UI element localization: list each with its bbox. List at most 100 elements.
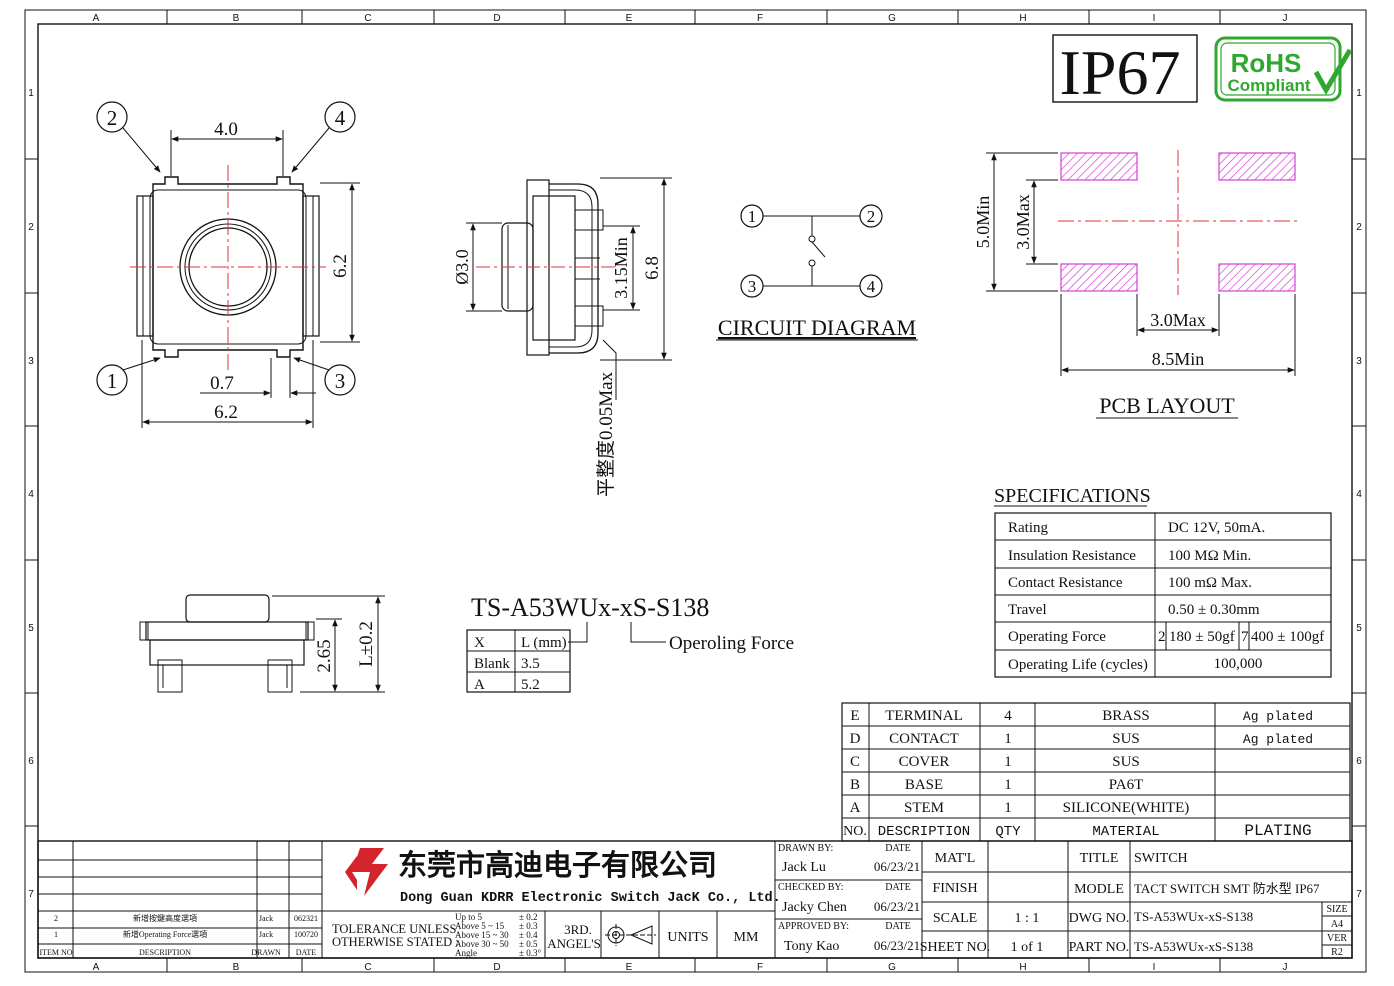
- material-label: MAT'L: [935, 851, 976, 866]
- switch-contact: [811, 241, 826, 258]
- bom-cell: PA6T: [1109, 777, 1143, 793]
- tolerance-value: ± 0.2: [519, 912, 537, 922]
- pcb-layout: 5.0Min 3.0Max 3.0Max 8.5Min PCB LAYOUT: [973, 150, 1298, 419]
- force-option-value: 400 ± 100gf: [1251, 629, 1324, 645]
- option-cell: Blank: [474, 656, 510, 672]
- tolerance-value: ± 0.4: [519, 930, 538, 940]
- option-cell: 3.5: [521, 656, 540, 672]
- drawn-by: Jack Lu: [782, 860, 826, 875]
- force-option-code: 2: [1158, 629, 1166, 645]
- revision-cell: Jack: [259, 914, 273, 923]
- spec-label: Insulation Resistance: [1008, 548, 1136, 564]
- checked-date: 06/23/21: [874, 899, 920, 914]
- date-label: DATE: [885, 882, 911, 893]
- dim-length: L±0.2: [356, 621, 377, 667]
- spec-label: Operating Life (cycles): [1008, 657, 1148, 673]
- part-code-block: TS-A53WUx-xS-S138 Operoling Force X L (m…: [466, 593, 794, 693]
- zone-column-label: B: [233, 962, 240, 973]
- outer-border: [24, 9, 1367, 973]
- checked-by: Jacky Chen: [782, 900, 847, 915]
- zone-row-label: 7: [28, 889, 34, 900]
- zone-column-label: C: [364, 962, 371, 973]
- zone-row-label: 3: [1356, 356, 1362, 367]
- bom-cell: B: [850, 777, 860, 793]
- date-label: DATE: [885, 843, 911, 854]
- bom-cell: A: [850, 800, 861, 816]
- sheet-value: 1 of 1: [1011, 940, 1044, 955]
- option-header-x: X: [474, 635, 485, 651]
- force-label: Operoling Force: [669, 633, 794, 654]
- side-view: Ø3.0 3.15Min 6.8 平整度0.05Max: [452, 177, 672, 497]
- revision-cell: 062321: [294, 914, 318, 923]
- scale-label: SCALE: [933, 911, 977, 926]
- size-value: A4: [1331, 919, 1343, 930]
- bom-cell: COVER: [899, 754, 950, 770]
- zone-row-label: 2: [28, 222, 34, 233]
- ip-rating: IP67: [1060, 37, 1181, 108]
- zone-column-label: E: [626, 962, 633, 973]
- zone-row-label: 5: [1356, 623, 1362, 634]
- zone-column-label: F: [757, 13, 763, 24]
- dim-right-height: 6.2: [330, 254, 351, 278]
- revision-header: DRAWN: [251, 948, 281, 957]
- rohs-subtitle: Compliant: [1227, 76, 1310, 95]
- revision-header: DATE: [296, 948, 317, 957]
- bom-header: DESCRIPTION: [878, 824, 970, 840]
- option-cell: A: [474, 677, 485, 693]
- spec-label: Contact Resistance: [1008, 575, 1123, 591]
- bom-cell: TERMINAL: [885, 708, 963, 724]
- specs-title: SPECIFICATIONS: [994, 485, 1151, 507]
- ip-rating-box: [1052, 34, 1198, 103]
- spec-label: Operating Force: [1008, 629, 1106, 645]
- dim-bottom-width: 6.2: [214, 402, 238, 423]
- units-value: MM: [734, 930, 759, 945]
- bom-cell: 4: [1004, 708, 1012, 724]
- bom-cell: 1: [1004, 754, 1012, 770]
- rohs-badge: RoHS Compliant: [1214, 36, 1353, 102]
- circuit-title: CIRCUIT DIAGRAM: [718, 315, 916, 340]
- tolerance-value: ± 0.5: [519, 939, 538, 949]
- bom-cell: Ag plated: [1243, 709, 1313, 724]
- tolerance-value: ± 0.3°: [519, 948, 541, 958]
- pin-label-3: 3: [335, 369, 346, 393]
- date-label: DATE: [885, 921, 911, 932]
- revision-cell: Jack: [259, 930, 273, 939]
- finish-label: FINISH: [932, 881, 977, 896]
- part-no-label: PART NO.: [1069, 940, 1130, 955]
- spec-value: DC 12V, 50mA.: [1168, 520, 1265, 536]
- bom-cell: BASE: [905, 777, 943, 793]
- bom-cell: SILICONE(WHITE): [1063, 800, 1190, 816]
- spec-label: Rating: [1008, 520, 1048, 536]
- zone-column-label: C: [364, 13, 371, 24]
- force-option-value: 180 ± 50gf: [1169, 629, 1235, 645]
- rohs-title: RoHS: [1231, 48, 1302, 78]
- dim-pad-width: 0.7: [210, 373, 234, 394]
- zone-column-label: J: [1283, 962, 1288, 973]
- zone-column-label: G: [888, 13, 896, 24]
- ver-value: R2: [1331, 947, 1343, 958]
- dwg-no-label: DWG NO.: [1069, 911, 1130, 926]
- sheet-label: SHEET NO.: [920, 940, 991, 955]
- dim-top-width: 4.0: [214, 119, 238, 140]
- tolerance-label: OTHERWISE STATED :: [332, 935, 459, 949]
- part-no-value: TS-A53WUx-xS-S138: [1134, 939, 1253, 954]
- bom-cell: SUS: [1112, 731, 1140, 747]
- front-view: 2.65 L±0.2: [139, 594, 385, 693]
- pcb-pad: [1060, 263, 1138, 292]
- bom-cell: Ag plated: [1243, 732, 1313, 747]
- spec-value: 100 mΩ Max.: [1168, 575, 1252, 591]
- bom-header: MATERIAL: [1092, 824, 1159, 840]
- pcb-pad: [1060, 152, 1138, 181]
- title-value: SWITCH: [1134, 851, 1188, 866]
- zone-row-label: 7: [1356, 889, 1362, 900]
- company-name-en: Dong Guan KDRR Electronic Switch JacK Co…: [400, 891, 781, 906]
- zone-column-label: D: [493, 962, 500, 973]
- zone-row-label: 2: [1356, 222, 1362, 233]
- tolerance-range: Angle: [455, 948, 477, 958]
- bom-cell: 1: [1004, 777, 1012, 793]
- spec-value: 0.50 ± 0.30mm: [1168, 602, 1260, 618]
- zone-row-label: 6: [28, 756, 34, 767]
- specifications-table: SPECIFICATIONS Rating DC 12V, 50mA. Insu…: [994, 485, 1332, 678]
- spec-value: 100,000: [1214, 656, 1263, 672]
